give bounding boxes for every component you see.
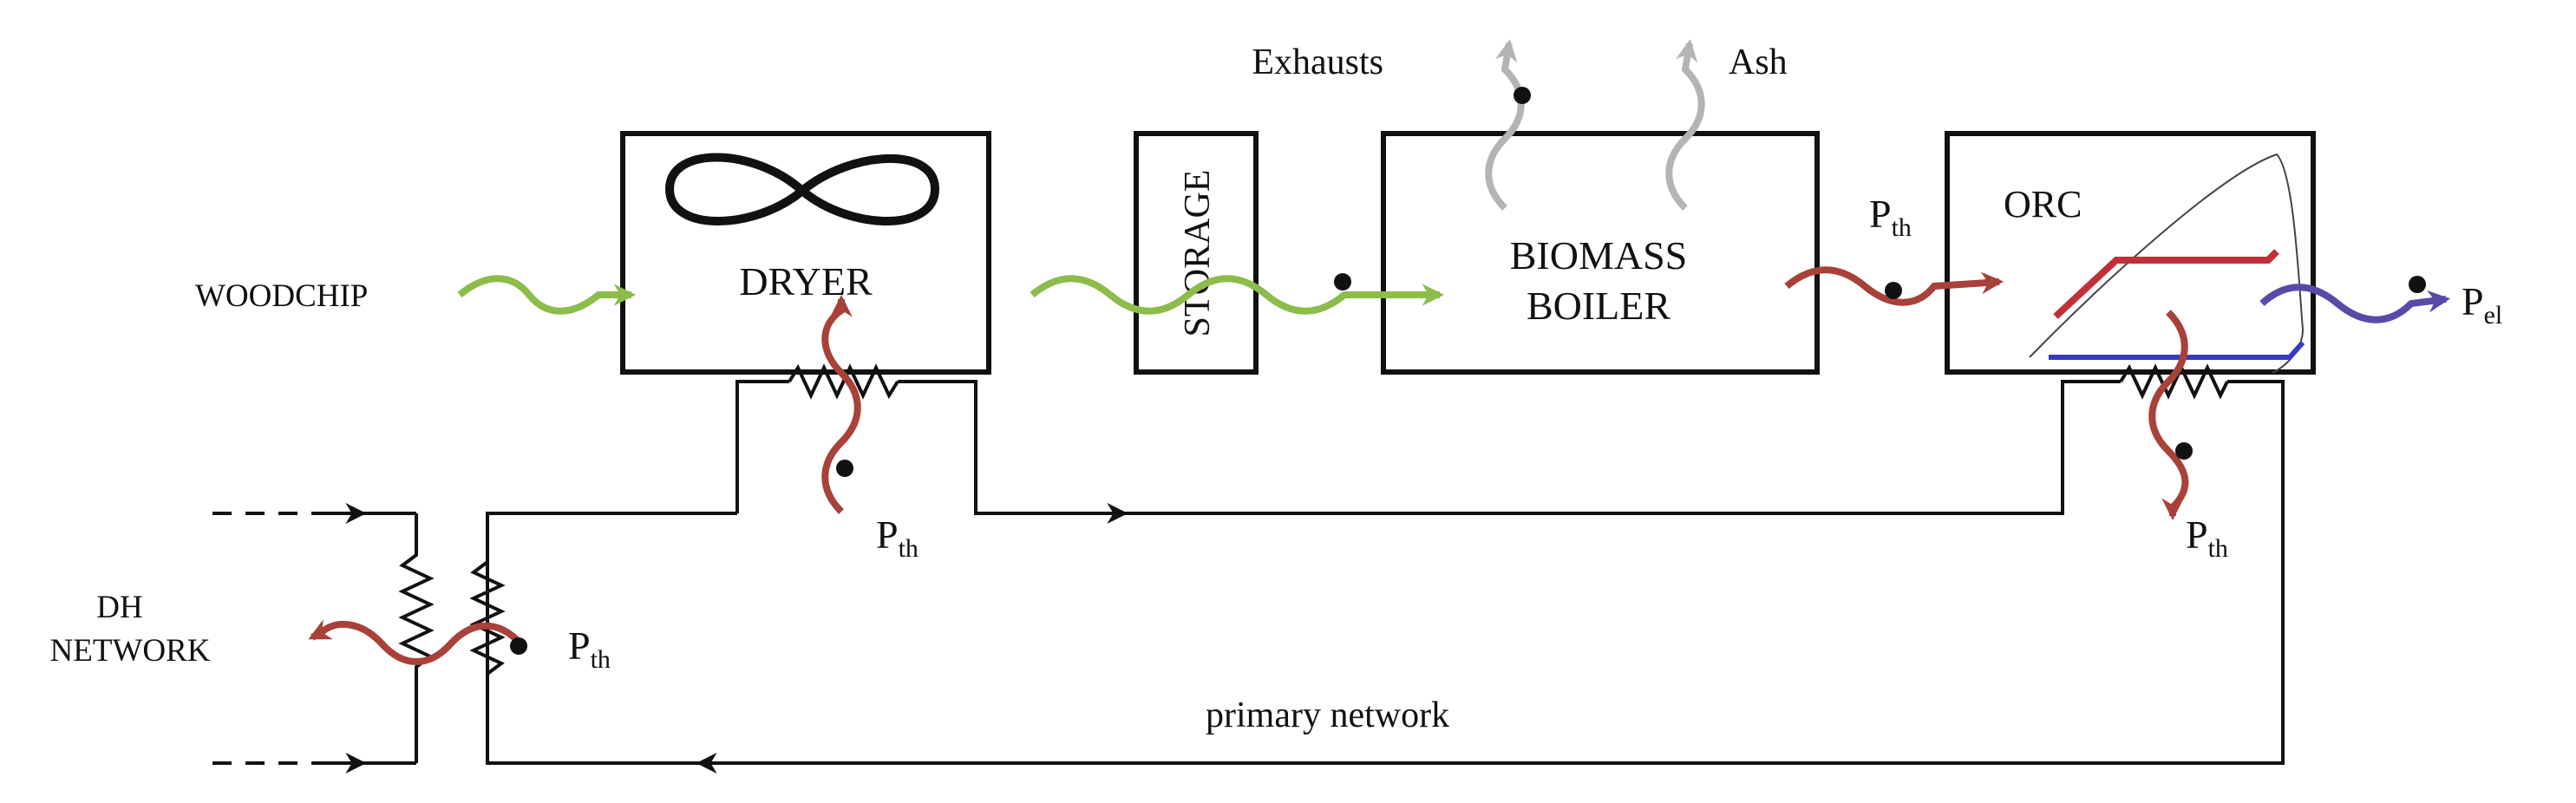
supply-line-to-orc: [1126, 380, 2121, 515]
pel-label: Pel: [2462, 279, 2502, 330]
dryer-exchanger-pipe: [736, 380, 789, 513]
orc-heat-output-flow: [2148, 310, 2189, 521]
pth-label-dh: Pth: [568, 623, 611, 674]
exhausts-label: Exhausts: [1252, 42, 1383, 82]
orc-heat-flow-dot: [2175, 442, 2193, 460]
storage-label: STORAGE: [1178, 170, 1218, 337]
boiler-label-line1: BIOMASS: [1510, 233, 1688, 277]
dryer-exchanger-pipe-right: [898, 380, 1128, 515]
orc-label: ORC: [2004, 183, 2082, 225]
dh-heat-output-flow: [308, 619, 523, 665]
dryer-heat-input-flow: [821, 294, 861, 514]
woodchip-label: WOODCHIP: [195, 278, 368, 314]
dh-network-label-line1: DH: [96, 590, 142, 625]
orc-box: [1945, 131, 2316, 375]
dh-primary-exchanger-icon: [469, 529, 506, 763]
boiler-heat-flow: [1784, 266, 2004, 306]
pth-label-orc: Pth: [2186, 512, 2228, 563]
dh-heat-flow-dot: [510, 637, 527, 655]
ash-label: Ash: [1729, 42, 1788, 82]
exhausts-output-flow: [1485, 38, 1525, 211]
primary-network-label: primary network: [1206, 695, 1449, 735]
dryer-heat-exchanger-icon: [788, 363, 899, 400]
infinity-loop-icon: [664, 153, 940, 225]
electric-output-flow: [2259, 284, 2451, 323]
orc-heat-exchanger-icon: [2119, 363, 2229, 400]
pth-label-dryer: Pth: [876, 512, 919, 563]
biomass-boiler-box: [1381, 131, 1820, 375]
electric-flow-dot: [2409, 276, 2426, 293]
ash-output-flow: [1665, 38, 1705, 211]
woodchip-input-flow: [457, 275, 637, 315]
dryer-label: DRYER: [739, 259, 873, 304]
dh-network-label-line2: NETWORK: [50, 633, 211, 669]
dryer-box: [620, 131, 991, 375]
boiler-heat-flow-dot: [1885, 282, 1902, 299]
woodchip-to-boiler-flow: [1030, 275, 1445, 315]
storage-box: [1134, 131, 1259, 375]
pth-label-boiler: Pth: [1869, 192, 1912, 242]
exhausts-flow-dot: [1514, 87, 1531, 104]
dh-secondary-exchanger-icon: [398, 520, 435, 763]
woodchip-flow-dot: [1334, 273, 1351, 291]
dh-supply-pipe: [486, 512, 737, 529]
boiler-label-line2: BOILER: [1527, 284, 1670, 328]
dryer-heat-flow-dot: [836, 460, 853, 477]
ts-diagram-icon: [2029, 153, 2305, 374]
